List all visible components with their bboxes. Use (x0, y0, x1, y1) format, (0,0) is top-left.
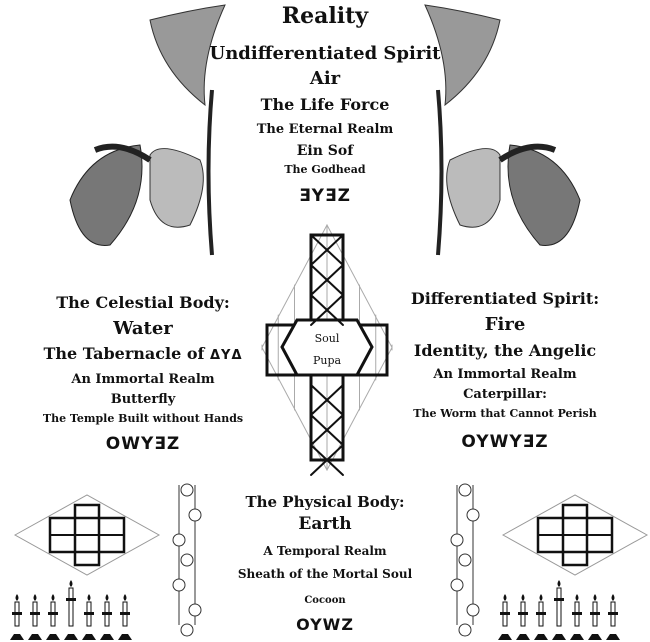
tree-of-life-column (172, 483, 202, 637)
right-line: Differentiated Spirit: (410, 289, 600, 308)
pupa-label: Pupa (312, 354, 342, 367)
top-line: Air (309, 68, 341, 89)
right-glyph: OYWYƎZ (461, 432, 549, 452)
left-line: The Temple Built without Hands (42, 412, 244, 425)
tabernacle-text: The Tabernacle of (43, 344, 205, 363)
left-line: Butterfly (110, 392, 176, 407)
bottom-line: Sheath of the Mortal Soul (237, 567, 413, 581)
bottom-line: A Temporal Realm (263, 544, 387, 558)
left-line: The Celestial Body: (56, 293, 230, 312)
top-line: The Godhead (284, 163, 366, 176)
small-lattice-diamond (501, 494, 649, 576)
right-line: Fire (484, 314, 526, 335)
bottom-line: Cocoon (304, 595, 346, 606)
title: Reality (281, 3, 369, 29)
tabernacle-glyph: ΔYΔ (209, 348, 243, 363)
left-glyph: OWYƎZ (105, 434, 181, 454)
right-line: Identity, the Angelic (413, 341, 597, 360)
top-line: The Eternal Realm (256, 122, 394, 137)
left-line: The Tabernacle of ΔYΔ (43, 344, 243, 363)
top-line: The Life Force (260, 95, 390, 114)
bottom-glyph: OYWZ (296, 615, 354, 634)
bottom-line: Earth (298, 514, 352, 534)
left-line: An Immortal Realm (71, 372, 215, 387)
right-line: Caterpillar: (463, 387, 547, 402)
top-line: Ein Sof (296, 143, 354, 159)
top-line: Undifferentiated Spirit (209, 43, 441, 64)
soul-pupa-lattice (261, 223, 393, 476)
soul-label: Soul (314, 332, 340, 345)
right-line: An Immortal Realm (433, 367, 577, 382)
top-glyph: ƎYƎZ (299, 186, 351, 206)
right-line: The Worm that Cannot Perish (413, 407, 597, 420)
butterfly-illustration (69, 4, 226, 256)
small-lattice-diamond (13, 494, 161, 576)
butterfly-illustration (424, 4, 581, 256)
menorah-candles (10, 580, 132, 640)
bottom-line: The Physical Body: (245, 493, 405, 511)
tree-of-life-column (450, 483, 480, 637)
left-line: Water (113, 318, 173, 339)
menorah-candles (498, 580, 620, 640)
